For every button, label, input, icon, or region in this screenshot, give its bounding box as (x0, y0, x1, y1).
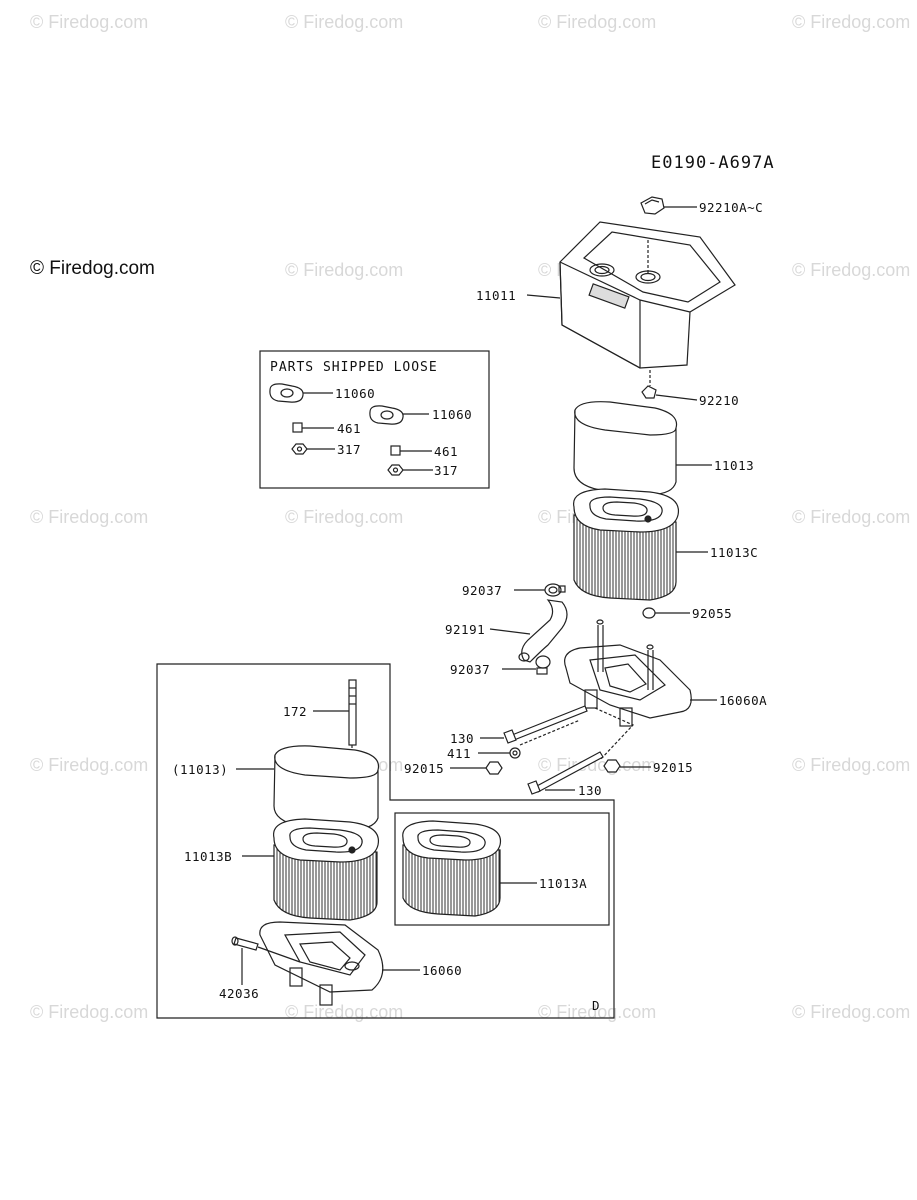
diagram-code: E0190-A697A (651, 153, 775, 173)
label-92055[interactable]: 92055 (692, 606, 733, 621)
label-92015-a[interactable]: 92015 (404, 761, 445, 776)
label-92037-a[interactable]: 92037 (462, 583, 503, 598)
element-11013A-box (394, 812, 610, 926)
watermark: © Firedog.com (792, 755, 911, 775)
label-11013B[interactable]: 11013B (184, 849, 233, 864)
pre-cleaner-11013-ref (236, 745, 380, 831)
label-461-a[interactable]: 461 (337, 421, 362, 436)
label-11013A[interactable]: 11013A (539, 876, 588, 891)
wing-nut-92210 (641, 370, 698, 401)
label-317-b[interactable]: 317 (434, 463, 459, 478)
watermark: © Firedog.com (30, 12, 149, 32)
watermark: © Firedog.com (792, 12, 911, 32)
breather-pipe-42036 (231, 936, 301, 985)
label-42036[interactable]: 42036 (219, 986, 260, 1001)
option-d-box (156, 663, 615, 1019)
air-filter-element-11013A (402, 820, 537, 917)
watermark: © Firedog.com (792, 507, 911, 527)
watermark: © Firedog.com (30, 507, 149, 527)
label-11011[interactable]: 11011 (476, 288, 517, 303)
watermark: © Firedog.com (285, 12, 404, 32)
air-cleaner-base-16060A (564, 619, 717, 727)
air-cleaner-base-16060 (259, 921, 420, 1006)
label-461-b[interactable]: 461 (434, 444, 459, 459)
air-filter-element-11013B (242, 818, 380, 921)
label-11013C[interactable]: 11013C (710, 545, 759, 560)
grommet-92055 (642, 607, 690, 619)
nut-461-a (292, 422, 334, 433)
breather-hose-92191 (489, 599, 568, 663)
label-11013[interactable]: 11013 (714, 458, 755, 473)
label-92210A-C[interactable]: 92210A~C (699, 200, 764, 215)
watermark: © Firedog.com (285, 260, 404, 280)
bolt-130-a (480, 705, 588, 744)
label-16060A[interactable]: 16060A (719, 693, 768, 708)
copyright-notice: © Firedog.com (30, 258, 155, 279)
label-317-a[interactable]: 317 (337, 442, 362, 457)
label-option-d: D (592, 998, 601, 1013)
gasket-11060-b (369, 405, 429, 425)
hose-clamp-92037-b (502, 655, 551, 675)
air-filter-element-11013C (573, 488, 708, 601)
bolt-130-b (527, 751, 604, 795)
label-130-b[interactable]: 130 (578, 783, 603, 798)
label-92210[interactable]: 92210 (699, 393, 740, 408)
cap-92210A-C (640, 196, 697, 215)
hose-clamp-92037-a (514, 583, 566, 597)
watermark: © Firedog.com (538, 12, 657, 32)
nut-317-a (291, 443, 335, 455)
label-411[interactable]: 411 (447, 746, 472, 761)
pre-cleaner-11013 (573, 401, 712, 495)
gasket-11060-a (269, 383, 333, 403)
label-92015-b[interactable]: 92015 (653, 760, 694, 775)
watermark: © Firedog.com (30, 755, 149, 775)
washer-411 (478, 747, 521, 759)
label-92191[interactable]: 92191 (445, 622, 486, 637)
watermark: © Firedog.com (792, 260, 911, 280)
label-11013-ref[interactable]: (11013) (172, 762, 229, 777)
watermark: © Firedog.com (538, 1002, 657, 1022)
parts-shipped-loose-title: PARTS SHIPPED LOOSE (270, 360, 438, 375)
watermark: © Firedog.com (285, 1002, 404, 1022)
nut-317-b (387, 464, 433, 476)
parts-shipped-loose-box (259, 350, 490, 489)
watermark: © Firedog.com (792, 1002, 911, 1022)
nut-461-b (390, 445, 432, 456)
label-172[interactable]: 172 (283, 704, 308, 719)
watermark: © Firedog.com (30, 1002, 149, 1022)
label-92037-b[interactable]: 92037 (450, 662, 491, 677)
label-16060[interactable]: 16060 (422, 963, 463, 978)
watermark: © Firedog.com (285, 507, 404, 527)
label-11060-b[interactable]: 11060 (432, 407, 473, 422)
nut-92015-a (450, 761, 503, 775)
air-cleaner-cover-11011 (526, 221, 736, 369)
label-130-a[interactable]: 130 (450, 731, 475, 746)
label-11060-a[interactable]: 11060 (335, 386, 376, 401)
nut-92015-b (603, 759, 651, 773)
